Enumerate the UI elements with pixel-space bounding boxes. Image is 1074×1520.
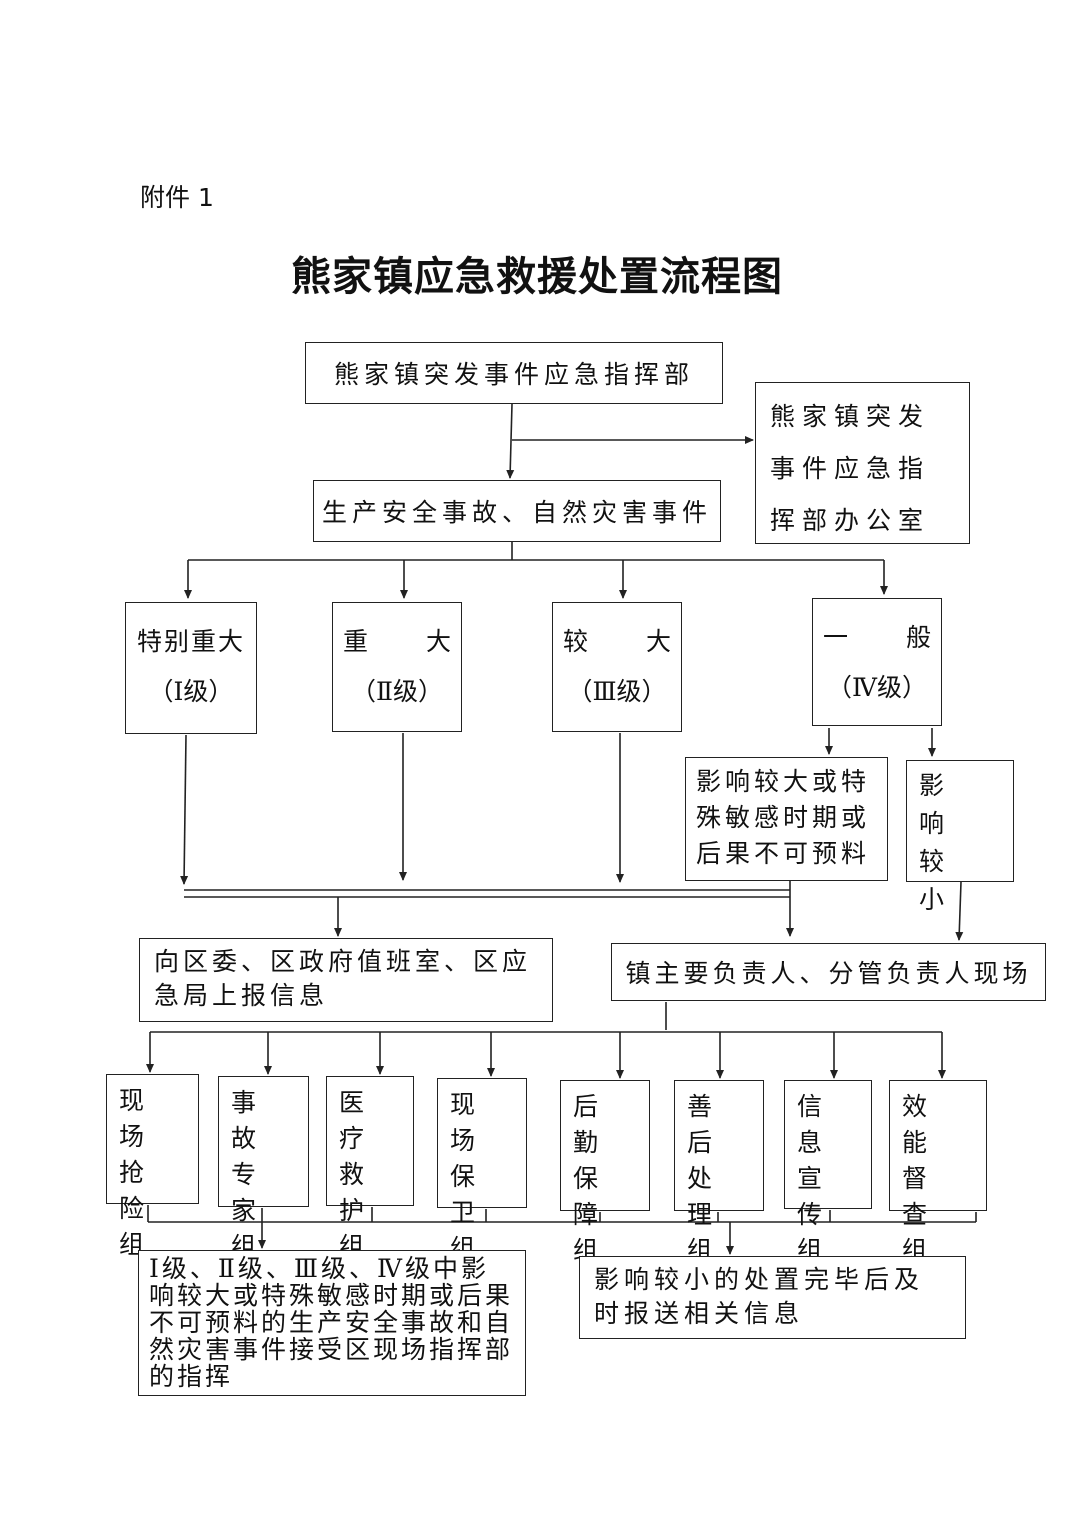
level4-grade: （Ⅳ级） <box>827 673 927 702</box>
group-box: 医疗救护组 <box>326 1076 414 1261</box>
group-box: 善后处理组 <box>674 1080 764 1265</box>
level1-name: 特别重大 <box>136 627 245 656</box>
level4-name: 一 般 <box>823 623 931 652</box>
group-box: 事故专家组 <box>218 1076 309 1261</box>
level2-grade: （Ⅱ级） <box>351 677 443 706</box>
group-box: 后勤保障组 <box>560 1080 650 1265</box>
level1-box: 特别重大 （Ⅰ级） <box>125 602 257 734</box>
level3-box: 较 大 （Ⅲ级） <box>552 602 682 732</box>
group-box: 效能督查组 <box>889 1080 987 1265</box>
attachment-label: 附件 1 <box>140 183 214 212</box>
event-box: 生产安全事故、自然灾害事件 <box>313 480 721 542</box>
leader-box: 镇主要负责人、分管负责人现场 <box>611 943 1046 1001</box>
conclusion-right-box: 影响较小的处置完毕后及时报送相关信息 <box>579 1256 966 1339</box>
small-impact-box: 影响较小 <box>906 760 1014 914</box>
group-box: 现场保卫组 <box>437 1078 527 1263</box>
office-box: 熊家镇突发事件应急指挥部办公室 <box>755 382 970 544</box>
level1-grade: （Ⅰ级） <box>148 677 234 706</box>
group-box: 信息宣传组 <box>784 1080 872 1265</box>
level4-box: 一 般 （Ⅳ级） <box>812 598 942 726</box>
level2-box: 重 大 （Ⅱ级） <box>332 602 462 732</box>
report-box: 向区委、区政府值班室、区应急局上报信息 <box>139 938 553 1022</box>
big-impact-box: 影响较大或特殊敏感时期或后果不可预料 <box>685 757 888 881</box>
conclusion-left-box: Ⅰ级、Ⅱ级、Ⅲ级、Ⅳ级中影响较大或特殊敏感时期或后果不可预料的生产安全事故和自然… <box>138 1250 526 1396</box>
command-box: 熊家镇突发事件应急指挥部 <box>305 342 723 404</box>
level3-name: 较 大 <box>563 627 671 656</box>
level2-name: 重 大 <box>343 627 451 656</box>
page-title: 熊家镇应急救援处置流程图 <box>291 253 783 300</box>
group-box: 现场抢险组 <box>106 1074 199 1259</box>
level3-grade: （Ⅲ级） <box>567 677 667 706</box>
